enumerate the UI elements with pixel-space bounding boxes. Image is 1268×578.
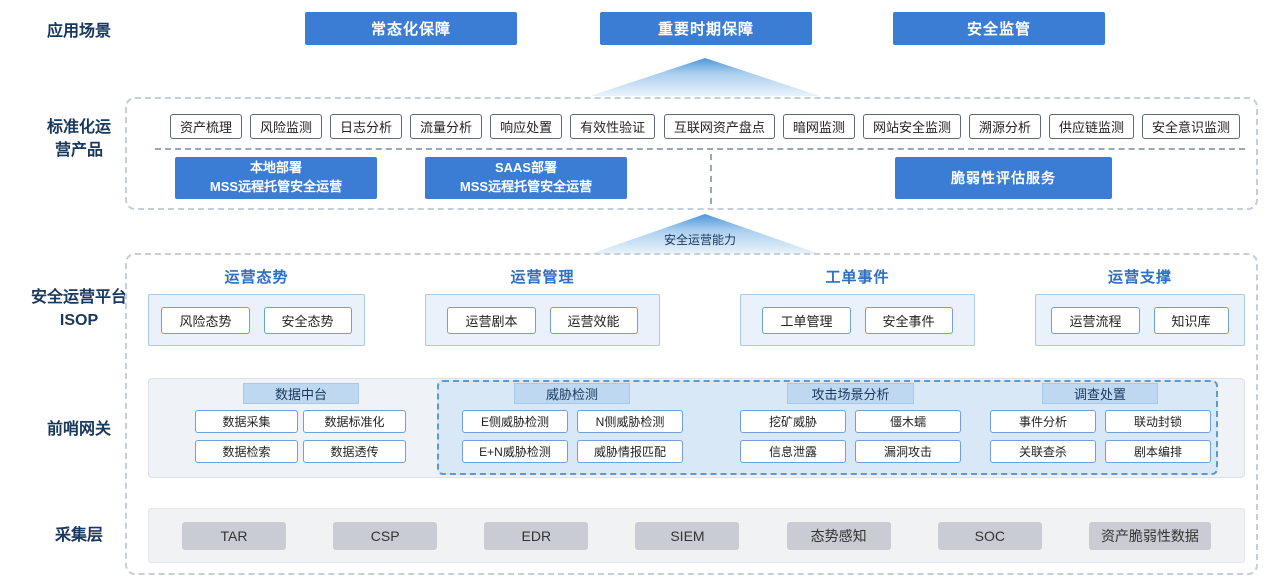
collection-item: EDR — [484, 521, 589, 550]
collection-item: 资产脆弱性数据 — [1088, 521, 1211, 550]
product-item: 安全意识监测 — [1141, 114, 1240, 139]
product-item: 网站安全监测 — [862, 114, 961, 139]
isop-group-panel: 运营剧本 运营效能 — [425, 294, 660, 346]
gateway-item: 关联查杀 — [990, 440, 1096, 463]
layer-label-app-scenario: 应用场景 — [46, 23, 111, 40]
products-section-box — [125, 97, 1258, 210]
gateway-item: E+N威胁检测 — [462, 440, 568, 463]
product-item: 溯源分析 — [968, 114, 1041, 139]
collection-item: SOC — [937, 521, 1042, 550]
gateway-section-title-threat: 威胁检测 — [514, 383, 630, 404]
product-item: 资产梳理 — [170, 114, 243, 139]
isop-item: 运营流程 — [1051, 306, 1140, 334]
gateway-item: 数据检索 — [195, 440, 298, 463]
isop-item: 运营剧本 — [447, 306, 536, 334]
isop-group-support: 运营支撑 运营流程 知识库 — [1035, 266, 1245, 346]
gateway-section-title-data: 数据中台 — [243, 383, 359, 404]
isop-group-title: 运营支撑 — [1107, 269, 1172, 286]
isop-item: 知识库 — [1153, 306, 1229, 334]
gateway-section-grid: 数据采集 数据标准化 数据检索 数据透传 — [195, 410, 406, 463]
collection-item: 态势感知 — [786, 521, 891, 550]
gateway-item: 漏洞攻击 — [855, 440, 961, 463]
gateway-item: N侧威胁检测 — [577, 410, 683, 433]
isop-item: 安全态势 — [263, 306, 352, 334]
product-items-left-group: 资产梳理 风险监测 日志分析 流量分析 响应处置 有效性验证 — [170, 114, 656, 139]
collection-panel: TAR CSP EDR SIEM 态势感知 SOC 资产脆弱性数据 — [148, 508, 1245, 563]
isop-group-panel: 运营流程 知识库 — [1035, 294, 1245, 346]
deploy-subtitle: MSS远程托管安全运营 — [209, 179, 343, 194]
gateway-item: 数据透传 — [303, 440, 406, 463]
scenario-button-normalized: 常态化保障 — [305, 12, 517, 45]
gateway-item: 数据采集 — [195, 410, 298, 433]
layer-label-products: 标准化运 营产品 — [46, 119, 111, 160]
layer-label-isop: 安全运营平台 ISOP — [30, 289, 127, 330]
gateway-item: 事件分析 — [990, 410, 1096, 433]
isop-group-panel: 风险态势 安全态势 — [148, 294, 365, 346]
gateway-item: 联动封锁 — [1105, 410, 1211, 433]
collection-item: CSP — [333, 521, 438, 550]
platform-section-box — [125, 253, 1258, 575]
layer-label-collection: 采集层 — [54, 527, 103, 544]
layer-label-gateway: 前哨网关 — [46, 421, 111, 438]
deploy-divider — [710, 154, 712, 204]
vuln-assessment-button: 脆弱性评估服务 — [895, 157, 1112, 199]
deploy-title: SAAS部署 — [494, 160, 558, 176]
gateway-item: 数据标准化 — [303, 410, 406, 433]
gateway-item: 挖矿威胁 — [740, 410, 846, 433]
collection-item: TAR — [182, 521, 286, 550]
product-item: 有效性验证 — [570, 114, 656, 139]
gateway-section-grid: E侧威胁检测 N侧威胁检测 E+N威胁检测 威胁情报匹配 — [462, 410, 683, 463]
isop-group-panel: 工单管理 安全事件 — [740, 294, 975, 346]
gateway-section-grid: 挖矿威胁 僵木蠕 信息泄露 漏洞攻击 — [740, 410, 961, 463]
isop-group-management: 运营管理 运营剧本 运营效能 — [425, 266, 660, 346]
isop-group-title: 运营态势 — [224, 269, 289, 286]
products-divider — [155, 148, 1245, 150]
up-arrow-icon-top — [590, 58, 820, 96]
gateway-item: E侧威胁检测 — [462, 410, 568, 433]
gateway-section-grid: 事件分析 联动封锁 关联查杀 剧本编排 — [990, 410, 1211, 463]
isop-group-title: 工单事件 — [825, 269, 890, 286]
gateway-section-title-investigate: 调查处置 — [1042, 383, 1158, 404]
gateway-item: 信息泄露 — [740, 440, 846, 463]
product-item: 日志分析 — [330, 114, 403, 139]
product-items-right-group: 互联网资产盘点 暗网监测 网站安全监测 溯源分析 供应链监测 安全意识监测 — [663, 114, 1240, 139]
gateway-item: 威胁情报匹配 — [577, 440, 683, 463]
isop-group-title: 运营管理 — [510, 269, 575, 286]
isop-item: 风险态势 — [161, 306, 250, 334]
deploy-button-local: 本地部署 MSS远程托管安全运营 — [175, 157, 377, 199]
gateway-item: 僵木蠕 — [855, 410, 961, 433]
gateway-section-title-attack: 攻击场景分析 — [787, 383, 914, 404]
scenario-button-supervision: 安全监管 — [893, 12, 1105, 45]
deploy-subtitle: MSS远程托管安全运营 — [459, 179, 593, 194]
product-item: 响应处置 — [490, 114, 563, 139]
isop-item: 工单管理 — [762, 306, 851, 334]
collection-item: SIEM — [635, 521, 740, 550]
product-item: 风险监测 — [250, 114, 323, 139]
product-item: 流量分析 — [410, 114, 483, 139]
scenario-button-key-period: 重要时期保障 — [600, 12, 812, 45]
deploy-title: 本地部署 — [249, 160, 302, 176]
product-item: 暗网监测 — [782, 114, 855, 139]
deploy-button-saas: SAAS部署 MSS远程托管安全运营 — [425, 157, 627, 199]
isop-item: 安全事件 — [864, 306, 953, 334]
isop-group-posture: 运营态势 风险态势 安全态势 — [148, 266, 365, 346]
isop-group-tickets: 工单事件 工单管理 安全事件 — [740, 266, 975, 346]
product-item: 供应链监测 — [1048, 114, 1134, 139]
isop-item: 运营效能 — [549, 306, 638, 334]
product-item: 互联网资产盘点 — [663, 114, 775, 139]
arrow-caption: 安全运营能力 — [664, 233, 737, 247]
gateway-item: 剧本编排 — [1105, 440, 1211, 463]
